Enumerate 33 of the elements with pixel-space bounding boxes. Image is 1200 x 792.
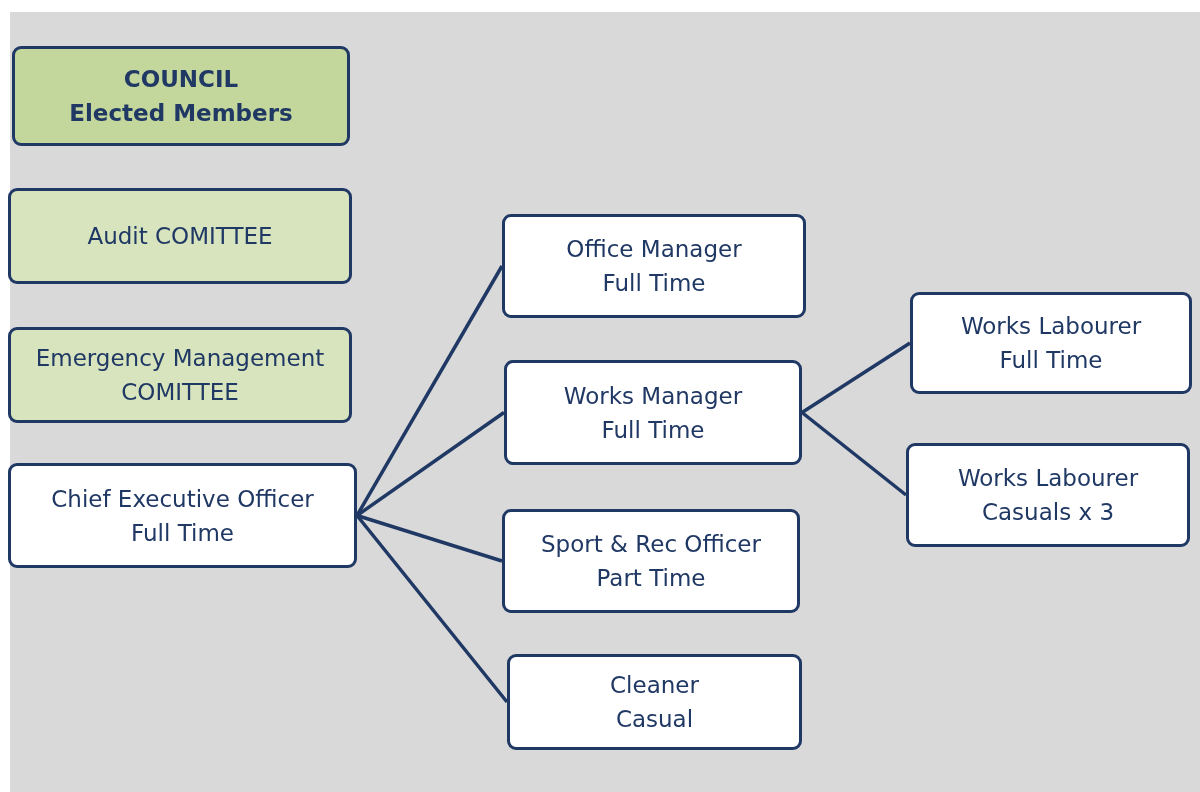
box-text: Full Time xyxy=(131,518,234,548)
box-text: Full Time xyxy=(601,415,705,445)
org-box xyxy=(502,214,806,318)
org-box xyxy=(8,463,357,568)
connector-line xyxy=(800,411,908,497)
org-box xyxy=(910,292,1192,394)
org-box xyxy=(12,46,350,146)
box-text: Sport & Rec Officer xyxy=(541,530,761,559)
box-text: Casuals x 3 xyxy=(981,498,1115,527)
box-text: Audit COMITTEE xyxy=(87,222,273,251)
box-text: Works Manager xyxy=(563,381,743,411)
org-box xyxy=(504,360,802,465)
box-text: COUNCIL xyxy=(123,65,239,94)
box-text: Part Time xyxy=(596,564,706,593)
box-text: Full Time xyxy=(602,269,706,298)
box-text: Works Labourer xyxy=(960,312,1142,341)
org-box xyxy=(906,443,1190,547)
box-text: Full Time xyxy=(999,346,1103,375)
org-box xyxy=(507,654,802,750)
box-text: Cleaner xyxy=(610,671,699,700)
connector-line xyxy=(801,341,911,414)
box-text: Chief Executive Officer xyxy=(51,484,314,514)
connector-line xyxy=(356,411,505,517)
box-text: Works Labourer xyxy=(957,464,1139,493)
connector-line xyxy=(356,513,503,563)
box-text: Elected Members xyxy=(69,99,293,128)
box-text: Emergency Management COMITTEE xyxy=(34,344,326,407)
org-box xyxy=(502,509,800,613)
org-box xyxy=(8,188,352,284)
box-text: Office Manager xyxy=(566,235,742,264)
box-text: Casual xyxy=(615,705,694,734)
org-box xyxy=(8,327,352,423)
connector-line xyxy=(355,514,509,704)
